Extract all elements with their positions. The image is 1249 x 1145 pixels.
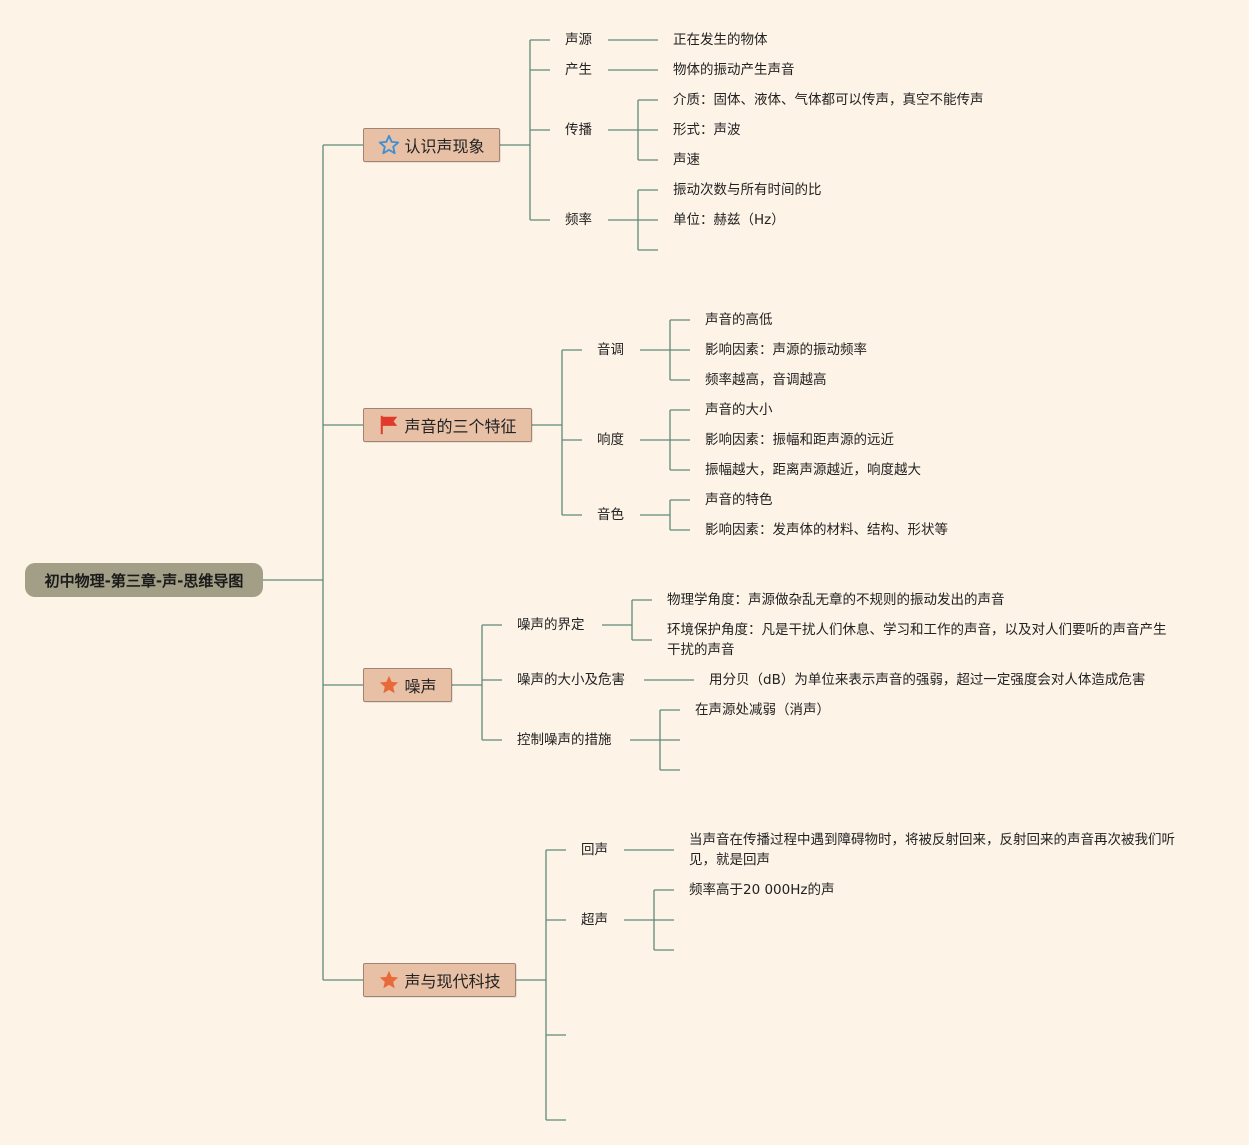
detail-text: 用分贝（dB）为单位来表示声音的强弱，超过一定强度会对人体造成危害 xyxy=(709,672,1146,688)
topic-sound-source[interactable]: 声源 xyxy=(565,32,592,48)
detail-text: 环境保护角度：凡是干扰人们休息、学习和工作的声音，以及对人们要听的声音产生干扰的… xyxy=(667,622,1167,658)
branch-node-three-characteristics[interactable]: 声音的三个特征 xyxy=(363,408,532,442)
detail-text: 物理学角度：声源做杂乱无章的不规则的振动发出的声音 xyxy=(667,592,1005,608)
orange-star-icon xyxy=(380,675,399,694)
detail-text: 物体的振动产生声音 xyxy=(673,62,795,78)
branch-label: 认识声现象 xyxy=(404,137,485,156)
branch-label: 噪声 xyxy=(404,677,437,696)
topic-pitch[interactable]: 音调 xyxy=(597,342,624,358)
detail-text: 正在发生的物体 xyxy=(673,32,768,48)
detail-text: 介质：固体、液体、气体都可以传声，真空不能传声 xyxy=(673,92,984,108)
detail-text: 影响因素：发声体的材料、结构、形状等 xyxy=(705,522,948,538)
red-flag-icon xyxy=(381,415,398,435)
topic-noise-level[interactable]: 噪声的大小及危害 xyxy=(517,672,625,688)
detail-text: 形式：声波 xyxy=(673,122,741,138)
detail-text: 在声源处减弱（消声） xyxy=(695,702,830,718)
star-outline-icon xyxy=(379,134,400,155)
topic-noise-control[interactable]: 控制噪声的措施 xyxy=(517,732,612,748)
detail-text: 声速 xyxy=(673,152,700,168)
root-label: 初中物理-第三章-声-思维导图 xyxy=(44,571,244,590)
topic-loudness[interactable]: 响度 xyxy=(597,432,624,448)
detail-text: 频率越高，音调越高 xyxy=(705,372,827,388)
root-node[interactable]: 初中物理-第三章-声-思维导图 xyxy=(25,563,263,597)
detail-text: 声音的大小 xyxy=(705,402,773,418)
detail-text: 单位：赫兹（Hz） xyxy=(673,212,785,228)
branch-node-sound-technology[interactable]: 声与现代科技 xyxy=(363,963,516,997)
detail-text: 振幅越大，距离声源越近，响度越大 xyxy=(705,462,921,478)
detail-text: 影响因素：声源的振动频率 xyxy=(705,342,867,358)
topic-ultrasound[interactable]: 超声 xyxy=(581,912,608,928)
detail-text: 声音的特色 xyxy=(705,492,773,508)
detail-text: 振动次数与所有时间的比 xyxy=(673,182,822,198)
topic-production[interactable]: 产生 xyxy=(565,62,592,78)
branch-node-sound-phenomena[interactable]: 认识声现象 xyxy=(363,128,500,162)
detail-text: 当声音在传播过程中遇到障碍物时，将被反射回来，反射回来的声音再次被我们听见，就是… xyxy=(689,832,1175,868)
detail-text: 影响因素：振幅和距声源的远近 xyxy=(705,432,894,448)
topic-propagation[interactable]: 传播 xyxy=(565,122,592,138)
detail-text: 频率高于20 000Hz的声 xyxy=(689,882,835,898)
branch-label: 声与现代科技 xyxy=(404,972,501,991)
branch-node-noise[interactable]: 噪声 xyxy=(363,668,452,702)
topic-timbre[interactable]: 音色 xyxy=(597,507,624,523)
topic-echo[interactable]: 回声 xyxy=(581,842,608,858)
topic-frequency[interactable]: 频率 xyxy=(565,212,592,228)
topic-noise-definition[interactable]: 噪声的界定 xyxy=(517,617,585,633)
detail-text: 声音的高低 xyxy=(705,312,773,328)
branch-label: 声音的三个特征 xyxy=(404,417,517,436)
orange-star-icon xyxy=(380,970,399,989)
